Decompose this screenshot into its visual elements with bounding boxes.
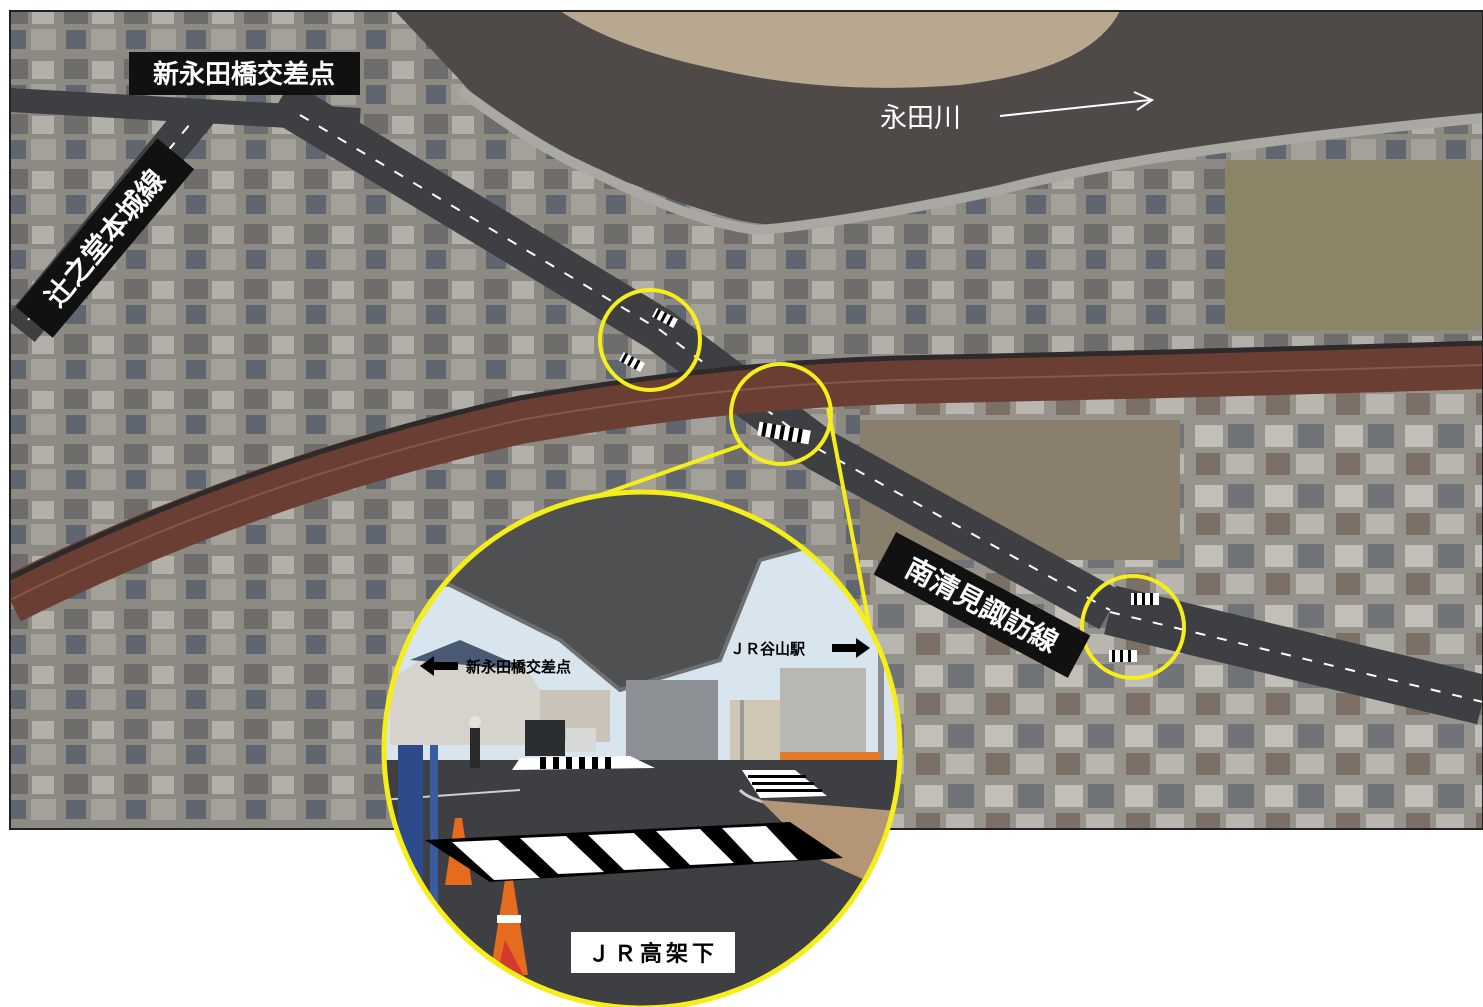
svg-text:新永田橋交差点: 新永田橋交差点 [153, 59, 335, 90]
highlight-circle-east [1080, 574, 1186, 680]
crosswalk-marker [757, 421, 811, 445]
overpass-pier [626, 680, 718, 766]
building-right [780, 668, 866, 760]
river-flow-arrow-icon [999, 91, 1155, 117]
svg-text:新永田橋交差点: 新永田橋交差点 [466, 658, 571, 676]
aerial-map [10, 11, 1483, 829]
crosswalk-marker [1131, 593, 1159, 605]
inset-photo-border [381, 489, 903, 1007]
crosswalk-marker [619, 351, 645, 373]
label-intersection-north: 新永田橋交差点 [129, 52, 360, 95]
photo-caption: ＪＲ高架下 [571, 932, 735, 973]
svg-text:ＪＲ高架下: ＪＲ高架下 [588, 941, 718, 967]
arrow-right-icon [832, 638, 870, 658]
crosswalk-marker [652, 307, 678, 329]
highlight-circle-north [598, 288, 702, 392]
photo-crosswalk-right [742, 770, 827, 798]
crosswalk-marker [1109, 650, 1137, 662]
arrow-left-icon [420, 656, 458, 676]
svg-text:ＪＲ谷山駅: ＪＲ谷山駅 [730, 640, 806, 658]
river [395, 11, 1483, 225]
photo-crosswalk-near [425, 822, 843, 882]
pedestrian [470, 728, 480, 768]
photo-crosswalk-far [512, 756, 655, 770]
direction-label-right: ＪＲ谷山駅 [730, 638, 870, 658]
direction-label-left: 新永田橋交差点 [420, 656, 571, 676]
sandbar [560, 11, 1120, 88]
overpass-underside [384, 492, 900, 690]
traffic-cone-icon [490, 880, 528, 975]
river-name-label: 永田川 [880, 103, 961, 134]
road-east [1104, 585, 1483, 725]
